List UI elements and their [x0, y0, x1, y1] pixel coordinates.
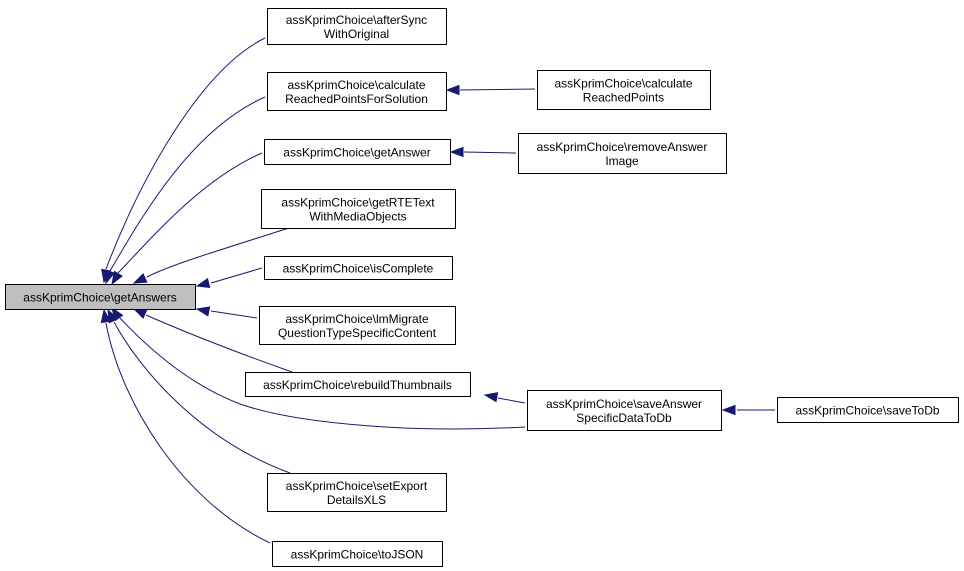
arrowhead-icon [132, 308, 148, 319]
graph-nodes: assKprimChoice\getAnswers assKprimChoice\… [5, 8, 959, 567]
edge-calcReached-to-calcReachedSol [445, 84, 536, 96]
arrowhead-icon [449, 146, 464, 158]
node-box [261, 189, 456, 229]
edge-rebuildThumbnails-to-getAnswers [132, 308, 293, 373]
node-label: assKprimChoice\saveToDb [795, 404, 939, 418]
node-label: assKprimChoice\toJSON [291, 548, 424, 562]
edge-saveToDb-to-saveAnswerSpecific [721, 404, 775, 416]
edge-line [145, 314, 293, 373]
node-label: assKprimChoice\isComplete [283, 262, 434, 276]
arrowhead-icon [195, 306, 211, 317]
node-label: assKprimChoice\lmMigrate [285, 312, 429, 326]
node-box [264, 256, 453, 280]
edge-line [210, 310, 258, 319]
node-lmMigrate[interactable]: assKprimChoice\lmMigrateQuestionTypeSpec… [259, 306, 456, 345]
edge-getRTEText-to-getAnswers [132, 227, 290, 284]
node-label: assKprimChoice\rebuildThumbnails [263, 378, 452, 392]
node-getAnswer[interactable]: assKprimChoice\getAnswer [264, 139, 451, 165]
node-label: WithOriginal [324, 27, 389, 41]
node-label: assKprimChoice\setExport [286, 479, 428, 493]
edge-line [113, 321, 291, 474]
node-label: assKprimChoice\getRTEText [281, 196, 435, 210]
edge-line [105, 322, 271, 544]
node-label: SpecificDataToDb [576, 411, 672, 425]
node-box [272, 541, 443, 567]
edge-line [146, 227, 290, 278]
node-box [5, 284, 196, 310]
node-getAnswers[interactable]: assKprimChoice\getAnswers [5, 284, 196, 310]
node-label: ReachedPointsForSolution [285, 92, 428, 106]
node-label: assKprimChoice\getAnswers [23, 291, 176, 305]
edge-getAnswer-to-getAnswers [111, 152, 263, 286]
node-label: WithMediaObjects [309, 210, 406, 224]
node-label: assKprimChoice\removeAnswer [537, 140, 708, 154]
edge-line [497, 397, 526, 404]
edge-calcReachedSol-to-getAnswers [105, 96, 266, 285]
node-label: assKprimChoice\calculate [554, 77, 692, 91]
arrowhead-icon [132, 273, 148, 284]
edge-isComplete-to-getAnswers [195, 267, 263, 289]
edge-line [463, 151, 517, 154]
node-saveToDb[interactable]: assKprimChoice\saveToDb [777, 397, 959, 423]
arrowhead-icon [111, 270, 123, 286]
node-label: Image [605, 154, 639, 168]
graph-edges [100, 37, 775, 544]
edge-line [117, 152, 263, 274]
edge-line [210, 267, 263, 284]
edge-toJSON-to-getAnswers [100, 308, 271, 544]
node-rebuildThumbnails[interactable]: assKprimChoice\rebuildThumbnails [245, 372, 471, 397]
arrowhead-icon [195, 277, 211, 289]
node-box [518, 133, 727, 174]
node-label: assKprimChoice\saveAnswer [546, 397, 702, 411]
node-toJSON[interactable]: assKprimChoice\toJSON [272, 541, 443, 567]
arrowhead-icon [721, 404, 736, 416]
node-box [245, 372, 471, 397]
node-box [267, 72, 447, 111]
node-getRTEText[interactable]: assKprimChoice\getRTETextWithMediaObject… [261, 189, 456, 229]
edge-line [105, 37, 266, 270]
node-label: assKprimChoice\afterSync [286, 13, 427, 27]
node-box [259, 306, 456, 345]
node-label: ReachedPoints [583, 91, 664, 105]
node-box [264, 139, 451, 165]
arrowhead-icon [105, 269, 116, 285]
arrowhead-icon [107, 308, 119, 324]
arrowhead-icon [100, 308, 112, 324]
edge-removeAnswerImage-to-getAnswer [449, 146, 517, 158]
arrowhead-icon [483, 392, 499, 403]
node-isComplete[interactable]: assKprimChoice\isComplete [264, 256, 453, 280]
node-saveAnswerSpecific[interactable]: assKprimChoice\saveAnswerSpecificDataToD… [527, 390, 722, 431]
edge-line [109, 96, 266, 272]
node-box [777, 397, 959, 423]
edge-line [119, 317, 526, 430]
node-label: DetailsXLS [327, 493, 386, 507]
edge-afterSync-to-getAnswers [101, 37, 266, 284]
node-box [267, 473, 447, 512]
edge-line [459, 88, 536, 91]
edge-saveAnswerSpecific-to-rebuildThumbnails [483, 392, 526, 404]
node-calcReachedSol[interactable]: assKprimChoice\calculateReachedPointsFor… [267, 72, 447, 111]
node-box [527, 390, 722, 431]
node-label: QuestionTypeSpecificContent [278, 326, 437, 340]
arrowhead-icon [445, 84, 460, 96]
node-label: assKprimChoice\getAnswer [283, 146, 430, 160]
node-box [267, 8, 447, 45]
edge-setExportDetails-to-getAnswers [107, 308, 291, 474]
edge-lmMigrate-to-getAnswers [195, 306, 258, 319]
node-label: assKprimChoice\calculate [287, 78, 425, 92]
node-box [537, 70, 711, 110]
